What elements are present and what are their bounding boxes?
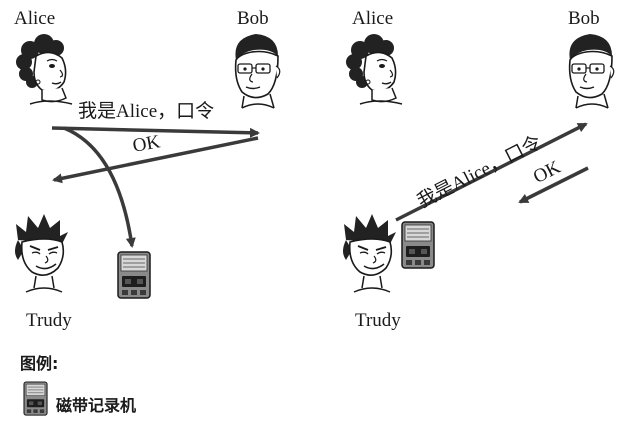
reply-arrow [518, 166, 589, 204]
legend-recorder-label: 磁带记录机 [56, 396, 137, 415]
left-scene [14, 33, 281, 299]
message-label: 我是Alice，口令 [78, 101, 215, 122]
bob-label: Bob [568, 8, 600, 29]
alice-icon [15, 33, 73, 105]
recording-arrow [63, 126, 136, 248]
right-scene [342, 33, 615, 293]
reply-label: OK [131, 131, 162, 157]
legend-title: 图例: [20, 354, 59, 373]
bob-icon [568, 33, 615, 109]
trudy-label: Trudy [26, 310, 72, 331]
bob-icon [234, 33, 281, 109]
bob-label: Bob [237, 8, 269, 29]
tape-recorder-icon [401, 221, 435, 269]
trudy-label: Trudy [355, 310, 401, 331]
legend-recorder-icon [23, 381, 48, 416]
replay-arrow [395, 122, 588, 222]
alice-label: Alice [352, 8, 394, 29]
trudy-icon [14, 213, 69, 293]
alice-label: Alice [14, 8, 56, 29]
trudy-icon [342, 213, 397, 293]
alice-icon [345, 33, 403, 105]
tape-recorder-icon [117, 251, 151, 299]
message-arrow [51, 126, 260, 138]
reply-arrow [52, 136, 259, 184]
